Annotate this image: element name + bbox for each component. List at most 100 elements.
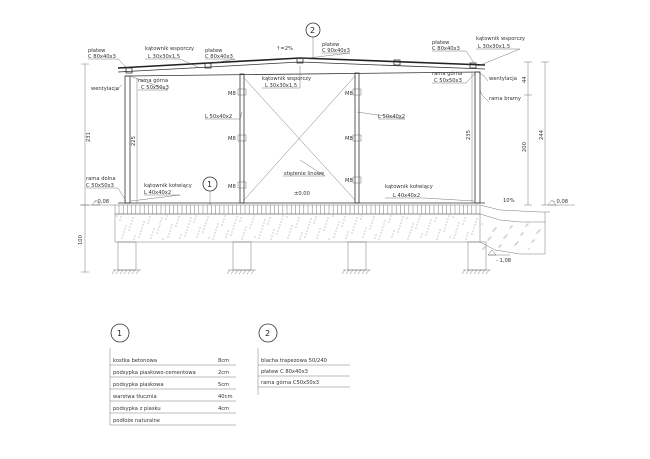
gravel-dot: [281, 218, 283, 220]
gravel-dot: [287, 237, 289, 239]
gravel-dot: [425, 234, 427, 236]
gravel-dot: [162, 238, 164, 240]
gravel-dot: [160, 220, 162, 222]
label-level-bottom: - 1,08: [496, 258, 511, 264]
gravel-dot: [517, 241, 519, 243]
gravel-dot: [139, 233, 141, 235]
gravel-dot: [223, 218, 225, 220]
gravel-dot: [324, 226, 326, 228]
legend1-row-value: 5cm: [218, 382, 229, 388]
gravel-dot: [436, 238, 438, 240]
gravel-dot: [448, 215, 450, 217]
legend1-row-value: 2cm: [218, 370, 229, 376]
gravel-dot: [132, 217, 134, 219]
label-top-frame-right-1: rama górna: [432, 70, 462, 77]
gravel-dot: [232, 228, 234, 230]
gravel-dot: [364, 230, 366, 232]
gravel-dot: [277, 230, 279, 232]
gravel-dot: [194, 218, 196, 220]
angle-bracket: [237, 181, 247, 189]
gravel-dot: [129, 226, 131, 228]
gravel-dot: [538, 230, 540, 232]
footing-hatch: [345, 269, 350, 275]
gravel-dot: [152, 231, 154, 233]
gravel-dot: [212, 238, 214, 240]
label-top-frame-left-1: rama górna: [138, 77, 168, 84]
legend1-row-name: kostka betonowa: [113, 358, 157, 364]
gravel-dot: [236, 216, 238, 218]
gravel-dot: [143, 221, 145, 223]
gravel-dot: [184, 235, 186, 237]
gravel-dot: [188, 223, 190, 225]
gravel-dot: [147, 222, 149, 224]
gravel-dot: [393, 230, 395, 232]
gravel-layer: [114, 213, 481, 243]
gravel-dot: [514, 244, 516, 246]
footing-hatch: [465, 269, 470, 275]
label-plate-center-2: C 90x40x3: [322, 48, 350, 54]
footing: [467, 241, 487, 271]
gravel-dot: [408, 235, 410, 237]
gravel-dot: [120, 216, 122, 218]
angle-bracket: [237, 134, 247, 142]
gravel-dot: [337, 224, 339, 226]
footing-hatch: [341, 269, 346, 275]
gravel-dot: [520, 234, 522, 236]
label-angle-left: L 50x40x2: [205, 114, 232, 120]
label-plate-top-left-1: płatew: [88, 48, 106, 54]
gravel-dot: [177, 219, 179, 221]
gravel-dot: [490, 236, 492, 238]
label-base-frame-2: C 50x50x3: [86, 183, 114, 189]
gravel-dot: [176, 222, 178, 224]
gravel-dot: [462, 223, 464, 225]
gravel-dot: [138, 236, 140, 238]
footing-hatch: [353, 269, 358, 275]
label-slope-right: 10%: [503, 198, 515, 204]
gravel-dot: [253, 215, 255, 217]
gravel-dot: [380, 232, 382, 234]
footing-hatch: [461, 269, 466, 275]
legend1-row-name: podsypka piaskowo-cementowa: [113, 370, 196, 376]
gravel-dot: [354, 223, 356, 225]
gravel-dot: [134, 235, 136, 237]
gravel-dot: [341, 225, 343, 227]
dim-right-mid: 200: [522, 142, 528, 152]
gravel-dot: [217, 223, 219, 225]
label-slope: ↑=2%: [276, 46, 293, 52]
gravel-dot: [344, 216, 346, 218]
gravel-dot: [325, 223, 327, 225]
gravel-dot: [382, 226, 384, 228]
footing-hatch: [246, 269, 251, 275]
gravel-dot: [318, 231, 320, 233]
gravel-dot: [161, 217, 163, 219]
gravel-dot: [262, 225, 264, 227]
footing-hatch: [131, 269, 136, 275]
gravel-dot: [151, 234, 153, 236]
gravel-dot: [509, 227, 511, 229]
gravel-dot: [252, 218, 254, 220]
gravel-dot: [231, 231, 233, 233]
gravel-dot: [124, 228, 126, 230]
gravel-dot: [227, 230, 229, 232]
gravel-dot: [178, 216, 180, 218]
gravel-dot: [150, 237, 152, 239]
gravel-dot: [455, 231, 457, 233]
gravel-dot: [494, 228, 496, 230]
gravel-dot: [372, 219, 374, 221]
label-bolt: M8: [228, 91, 236, 97]
gravel-dot: [222, 221, 224, 223]
purlin-section: [204, 62, 212, 69]
gravel-dot: [295, 226, 297, 228]
gravel-dot: [453, 237, 455, 239]
gravel-dot: [165, 218, 167, 220]
gravel-dot: [397, 231, 399, 233]
footing-hatch: [234, 269, 239, 275]
marker-bottom: 1: [207, 180, 212, 189]
gravel-dot: [269, 217, 271, 219]
gravel-dot: [319, 228, 321, 230]
gravel-dot: [374, 237, 376, 239]
gravel-dot: [361, 215, 363, 217]
gravel-dot: [128, 229, 130, 231]
gravel-dot: [363, 233, 365, 235]
